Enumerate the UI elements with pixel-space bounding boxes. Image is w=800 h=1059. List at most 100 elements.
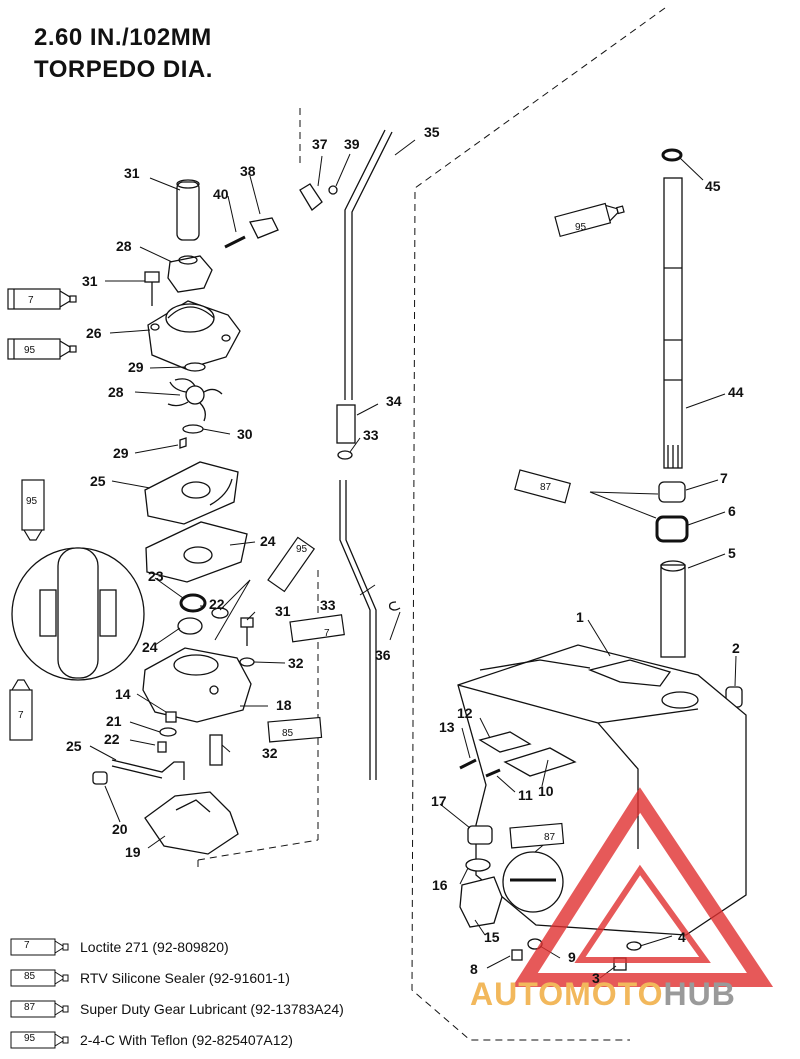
callout: 14 (115, 686, 131, 702)
part-30-impeller (167, 378, 223, 422)
legend-text: 2-4-C With Teflon (92-825407A12) (80, 1032, 293, 1048)
callout: 17 (431, 793, 447, 809)
callout: 34 (386, 393, 402, 409)
callout: 7 (720, 470, 728, 486)
part-35-block (209, 734, 223, 766)
tube-icon: 7 (10, 938, 70, 956)
part-4-o-ring (626, 941, 642, 951)
callout: 40 (213, 186, 229, 202)
callout: 44 (728, 384, 744, 400)
legend-code: 7 (24, 940, 30, 951)
legend-row: 7 Loctite 271 (92-809820) (10, 936, 430, 958)
part-32-sleeve (176, 179, 200, 241)
tube-label: 87 (540, 482, 552, 493)
callout: 15 (484, 929, 500, 945)
tube-label: 7 (28, 295, 34, 306)
part-28-pump-housing (147, 300, 241, 370)
callout: 28 (108, 384, 124, 400)
part-12-plate (478, 731, 532, 753)
part-24-seal-lower (177, 617, 203, 635)
callout: 26 (86, 325, 102, 341)
part-38-coupler (336, 404, 356, 444)
callout: 3 (592, 970, 600, 986)
part-16-washer (465, 858, 491, 872)
part-23-seal (211, 607, 229, 619)
callout: 31 (82, 273, 98, 289)
part-33-bolt-lower (240, 617, 254, 646)
legend-text: Super Duty Gear Lubricant (92-13783A24) (80, 1001, 344, 1017)
callout: 20 (112, 821, 128, 837)
tube-label: 95 (24, 345, 36, 356)
part-45-washer (661, 148, 683, 162)
callout: 32 (262, 745, 278, 761)
callout: 22 (104, 731, 120, 747)
callout: 24 (142, 639, 158, 655)
part-5-oil-tube (660, 560, 686, 658)
part-13-screw (459, 758, 477, 770)
callout: 32 (288, 655, 304, 671)
callout: 45 (705, 178, 721, 194)
watermark-logo-triangle (512, 787, 774, 987)
callout: 8 (470, 961, 478, 977)
callout: 10 (538, 783, 554, 799)
part-29-guide (167, 255, 213, 293)
tube-label: 95 (296, 544, 308, 555)
lubricant-tube-labels: 7 95 95 95 7 95 7 85 87 87 (18, 222, 587, 843)
callout: 24 (260, 533, 276, 549)
part-33-bolt (144, 271, 160, 306)
part-11-screw (485, 768, 501, 778)
leader-lines (89, 139, 737, 979)
callout: 23 (148, 568, 164, 584)
callout: 6 (728, 503, 736, 519)
part-31-washer-top (184, 362, 206, 372)
watermark-text: AUTOMOTOHUB (470, 976, 736, 1013)
legend-code: 85 (24, 971, 36, 982)
callout: 25 (90, 473, 106, 489)
legend-text: RTV Silicone Sealer (92-91601-1) (80, 970, 290, 986)
callout-numbers: 31 28 31 26 29 28 30 29 25 24 23 22 24 3… (66, 124, 744, 986)
part-7-bearing (658, 481, 686, 503)
part-36-lower-shift-shaft (339, 480, 377, 780)
tube-label: 85 (282, 728, 294, 739)
callout: 22 (209, 596, 225, 612)
callout: 5 (728, 545, 736, 561)
legend-code: 95 (24, 1033, 36, 1044)
left-detail-circle (11, 547, 145, 681)
callout: 35 (424, 124, 440, 140)
part-17-bearing (467, 825, 493, 845)
detail-magnifier-circle (502, 851, 564, 913)
part-41-bracket-top (299, 183, 323, 211)
part-34-washer (239, 657, 255, 667)
callout: 33 (363, 427, 379, 443)
callout: 4 (678, 929, 686, 945)
part-20-grommet (92, 771, 108, 785)
callout: 1 (576, 609, 584, 625)
watermark-part-1: AUTOMOTO (470, 976, 664, 1012)
part-31-key (179, 437, 187, 449)
tube-icon: 95 (10, 1031, 70, 1049)
callout: 31 (275, 603, 291, 619)
diagram-title-line-1: 2.60 IN./102MM (34, 24, 212, 51)
tube-label: 7 (324, 628, 330, 639)
part-43-nut (328, 185, 338, 195)
tube-label: 95 (26, 496, 38, 507)
part-31-washer-bottom (182, 424, 204, 434)
legend-row: 85 RTV Silicone Sealer (92-91601-1) (10, 967, 430, 989)
tube-label: 87 (544, 832, 556, 843)
tube-icon: 87 (10, 1000, 70, 1018)
callout: 28 (116, 238, 132, 254)
part-18-pump-base (142, 647, 252, 723)
tube-label: 7 (18, 710, 24, 721)
part-26-tube (111, 759, 185, 780)
tube-icon: 85 (10, 969, 70, 987)
callout: 29 (113, 445, 129, 461)
part-37-washer (337, 450, 353, 460)
callout: 21 (106, 713, 122, 729)
callout: 16 (432, 877, 448, 893)
callout: 19 (125, 844, 141, 860)
lubricant-tube-shapes (7, 202, 625, 849)
callout: 9 (568, 949, 576, 965)
callout: 12 (457, 705, 473, 721)
